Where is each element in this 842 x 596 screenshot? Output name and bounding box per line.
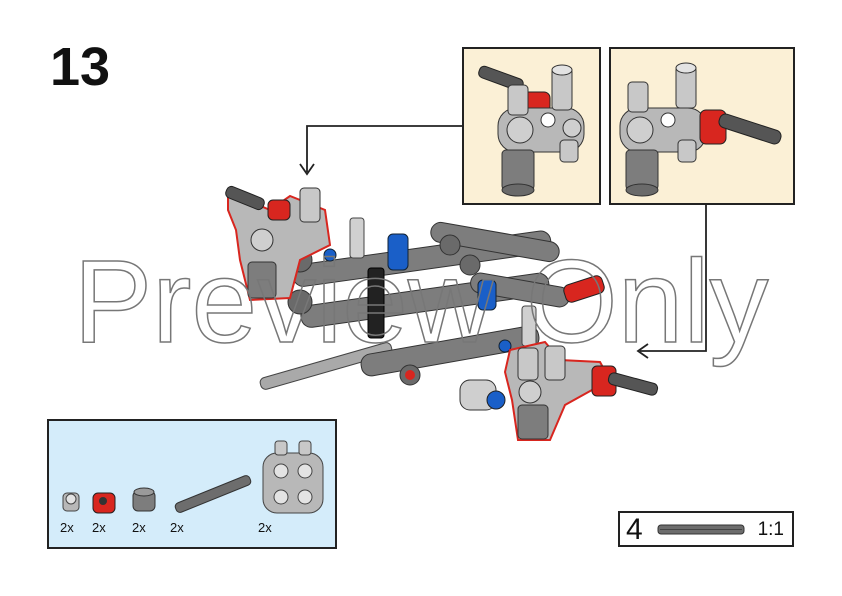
callout-left-parts bbox=[478, 64, 585, 197]
main-assembly bbox=[225, 185, 659, 441]
scale-length: 4 bbox=[626, 513, 643, 546]
part-quantity: 2x bbox=[92, 520, 106, 535]
step-number: 13 bbox=[50, 37, 111, 97]
bush-dark-gray-icon bbox=[132, 487, 156, 512]
part-quantity: 2x bbox=[170, 520, 184, 535]
double-pin-connector-icon bbox=[262, 440, 324, 514]
callout-arrow-right bbox=[636, 205, 707, 359]
watermark-text: Preview Only bbox=[73, 236, 768, 368]
part-quantity: 2x bbox=[60, 520, 74, 535]
part-quantity: 2x bbox=[132, 520, 146, 535]
pin-connector-gray-icon bbox=[62, 492, 80, 512]
callout-arrow-left bbox=[299, 125, 462, 176]
scale-indicator: 4 1:1 bbox=[618, 511, 794, 547]
part-quantity: 2x bbox=[258, 520, 272, 535]
parts-list-panel: 2x 2x 2x 2x 2x bbox=[47, 419, 337, 549]
callout-right-parts bbox=[619, 62, 782, 197]
scale-axle-icon bbox=[657, 524, 745, 535]
axle-icon bbox=[174, 475, 252, 513]
scale-ratio: 1:1 bbox=[757, 519, 784, 540]
parts-list-icons bbox=[62, 440, 324, 514]
pin-red-icon bbox=[92, 492, 116, 514]
